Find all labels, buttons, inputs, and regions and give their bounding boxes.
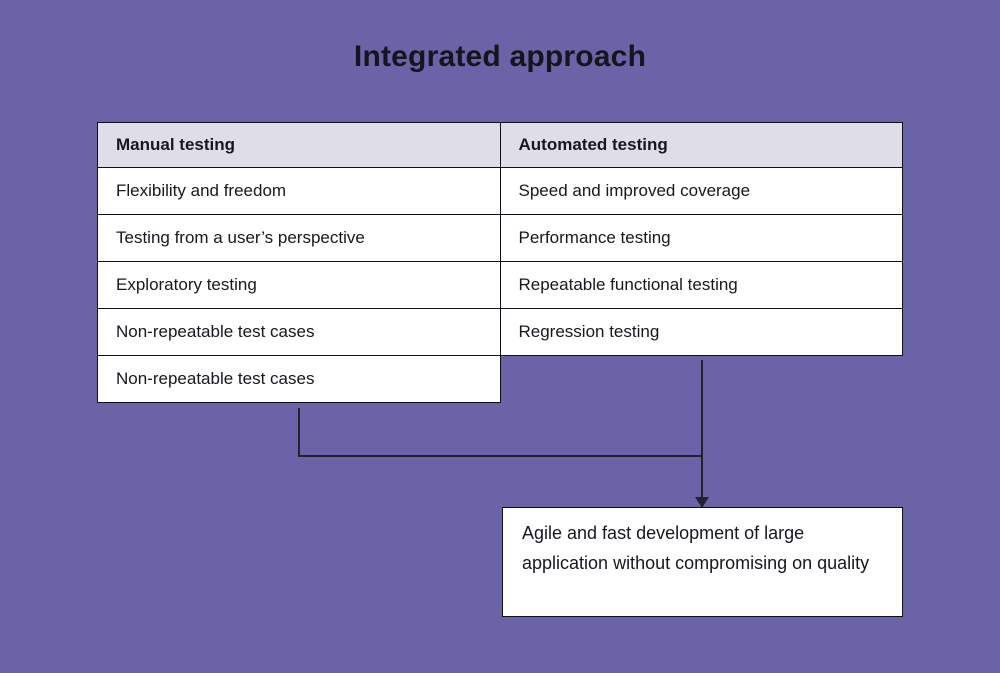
header-cell-automated-testing: Automated testing [499,122,903,168]
cell-automated-4: Regression testing [499,308,903,356]
table-row-left-only: Non-repeatable test cases [97,355,903,403]
cell-automated-1: Speed and improved coverage [499,167,903,215]
comparison-table: Manual testing Automated testing Flexibi… [97,122,903,403]
cell-manual-4: Non-repeatable test cases [97,308,501,356]
result-box: Agile and fast development of large appl… [502,507,903,617]
table-header-row: Manual testing Automated testing [97,122,903,168]
table-row: Exploratory testing Repeatable functiona… [97,261,903,309]
cell-manual-3: Exploratory testing [97,261,501,309]
cell-manual-5: Non-repeatable test cases [97,355,501,403]
table-row: Testing from a user’s perspective Perfor… [97,214,903,262]
table-row: Non-repeatable test cases Regression tes… [97,308,903,356]
header-cell-manual-testing: Manual testing [97,122,501,168]
diagram-title: Integrated approach [353,40,647,73]
table-row: Flexibility and freedom Speed and improv… [97,167,903,215]
connector-left-elbow-line [298,408,702,457]
cell-automated-2: Performance testing [499,214,903,262]
cell-manual-1: Flexibility and freedom [97,167,501,215]
cell-automated-3: Repeatable functional testing [499,261,903,309]
result-box-text: Agile and fast development of large appl… [522,523,870,573]
cell-manual-2: Testing from a user’s perspective [97,214,501,262]
